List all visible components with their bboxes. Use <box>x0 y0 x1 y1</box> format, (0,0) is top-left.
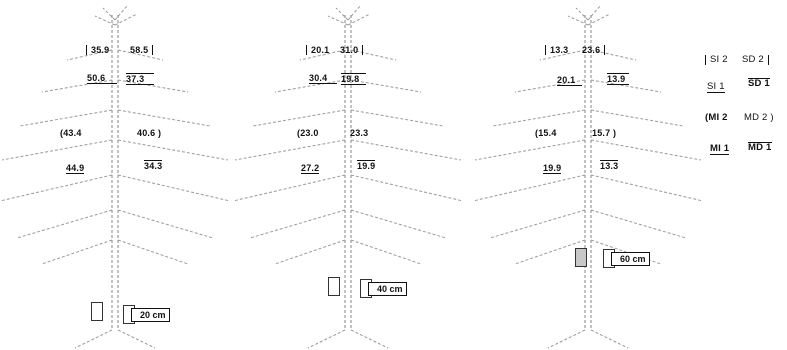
tree-1-branch-left-5 <box>0 175 112 201</box>
tree-3-branch-right-3 <box>591 110 683 126</box>
tree-2-root-left <box>308 330 345 348</box>
t3-upper-right-value: 23.6 <box>582 45 605 55</box>
t2-mid-left-value: (23.0 <box>297 128 319 138</box>
t3-mid-left-value: (15.4 <box>535 128 557 138</box>
tree-3-branch-left-5 <box>473 175 585 201</box>
tree-1-twig <box>115 6 127 20</box>
t2-upper-left-low-value: 30.4 <box>309 73 337 84</box>
t1-upper-right-value: 58.5 <box>130 45 153 55</box>
tree-1-branch-left-6 <box>17 210 112 238</box>
tree-2-twig <box>336 8 348 20</box>
t1-mid-left-value: (43.4 <box>60 128 82 138</box>
legend-sd1: SD 1 <box>748 78 770 89</box>
t2-upper-right-low-value: 19.8 <box>341 73 366 85</box>
tree-3-twig <box>588 6 600 20</box>
tree-3-twig <box>576 8 588 20</box>
tree-2-twig <box>348 6 360 20</box>
tree-3-branch-left-3 <box>493 110 585 126</box>
tree-1-root-left <box>75 330 112 348</box>
tree-1-branch-left-3 <box>20 110 112 126</box>
tree-3-branch-right-6 <box>591 210 686 238</box>
t2-sensor-left <box>328 277 340 296</box>
t2-low-right-value: 19.9 <box>357 160 375 171</box>
tree-1-branch-right-4 <box>118 140 228 160</box>
tree-1-twig <box>103 8 115 20</box>
legend-si1: SI 1 <box>707 82 725 93</box>
legend-sd2: SD 2 <box>742 55 769 65</box>
t1-low-right-value: 34.3 <box>144 160 162 171</box>
t3-mid-right-value: 15.7 ) <box>592 128 616 138</box>
t2-height-label: 40 cm <box>368 282 407 296</box>
tree-2-branch-right-4 <box>351 140 461 160</box>
tree-2-branch-right-7 <box>351 240 421 264</box>
tree-2-branch-right-6 <box>351 210 446 238</box>
tree-2-root-right <box>351 330 388 348</box>
tree-2-branch-left-3 <box>253 110 345 126</box>
tree-2-branch-left-7 <box>275 240 345 264</box>
tree-3-branch-left-6 <box>490 210 585 238</box>
t3-height-label: 60 cm <box>611 252 650 266</box>
legend-mi2: (MI 2 <box>705 113 728 123</box>
t1-low-left-value: 44.9 <box>66 163 84 174</box>
tree-3-root-right <box>591 330 628 348</box>
tree-3-branch-left-4 <box>475 140 585 160</box>
t1-upper-left-value: 35.9 <box>86 45 109 55</box>
tree-1-branch-right-5 <box>118 175 230 201</box>
tree-1-branch-right-7 <box>118 240 188 264</box>
t2-mid-right-value: 23.3 <box>350 128 368 138</box>
tree-1-branch-right-3 <box>118 110 210 126</box>
tree-3-root-left <box>548 330 585 348</box>
tree-2-branch-left-4 <box>235 140 345 160</box>
t3-low-right-value: 13.3 <box>600 160 618 171</box>
t1-height-label: 20 cm <box>131 308 170 322</box>
t2-upper-left-value: 20.1 <box>306 45 329 55</box>
tree-1-branch-left-7 <box>42 240 112 264</box>
tree-1-branch-left-4 <box>2 140 112 160</box>
tree-2-branch-right-3 <box>351 110 443 126</box>
t3-upper-left-low-value: 20.1 <box>557 75 582 86</box>
tree-1-branch-right-6 <box>118 210 213 238</box>
tree-3-branch-right-5 <box>591 175 703 201</box>
t1-upper-left-low-value: 50.6 <box>87 73 117 84</box>
t3-sensor-left <box>575 248 587 267</box>
tree-2-branch-left-6 <box>250 210 345 238</box>
t3-upper-right-low-value: 13.9 <box>607 73 629 85</box>
tree-2-branch-left-5 <box>233 175 345 201</box>
t2-low-left-value: 27.2 <box>301 163 319 174</box>
tree-1-root-right <box>118 330 155 348</box>
legend-mi1: MI 1 <box>710 144 729 155</box>
t1-upper-right-low-value: 37.3 <box>126 73 154 85</box>
tree-2-branch-right-5 <box>351 175 463 201</box>
t1-sensor-left <box>91 302 103 321</box>
t2-upper-right-value: 31.0 <box>340 45 363 55</box>
legend-md2: MD 2 ) <box>744 113 774 123</box>
tree-3-branch-right-4 <box>591 140 701 160</box>
legend-md1: MD 1 <box>748 142 772 153</box>
legend-si2: SI 2 <box>705 55 728 65</box>
t3-upper-left-value: 13.3 <box>545 45 568 55</box>
t3-low-left-value: 19.9 <box>543 163 561 174</box>
t1-mid-right-value: 40.6 ) <box>137 128 161 138</box>
